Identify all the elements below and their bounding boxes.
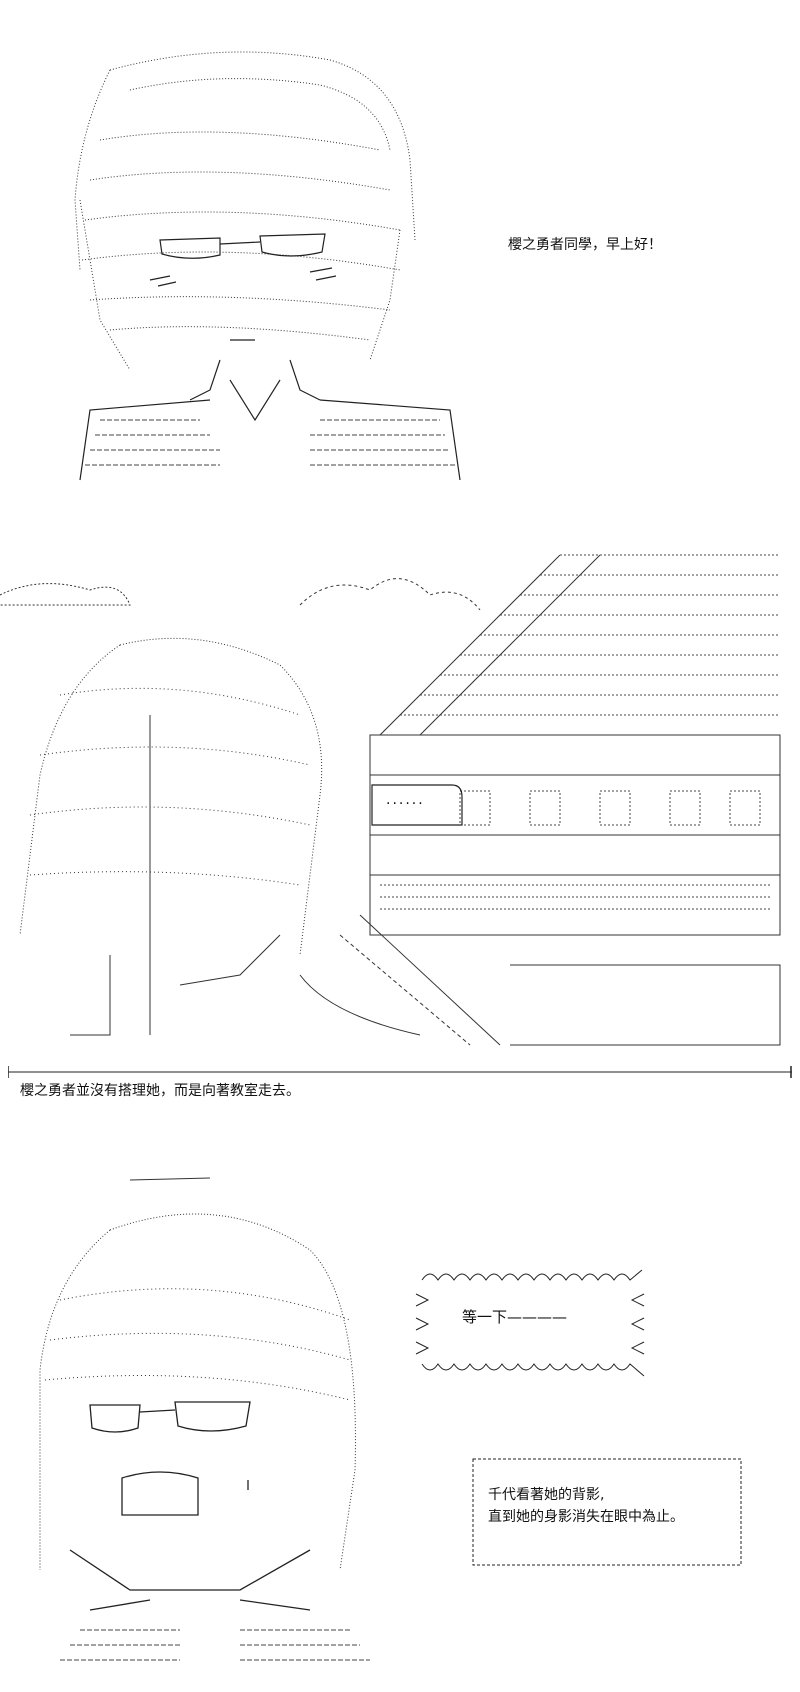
panel3-character-art	[10, 1170, 410, 1680]
panel2-narration: 櫻之勇者並沒有搭理她，而是向著教室走去。	[20, 1083, 300, 1099]
narration-frame	[472, 1458, 742, 1566]
panel1-speech: 櫻之勇者同學，早上好！	[508, 237, 662, 253]
shout-text: 等一下————	[462, 1308, 568, 1326]
panel1-character-art	[70, 40, 490, 490]
narration-line-2: 直到她的身影消失在眼中為止。	[488, 1509, 684, 1525]
panel3-narration: 千代看著她的背影, 直到她的身影消失在眼中為止。	[488, 1484, 684, 1528]
panel2-bubble-text: ......	[386, 792, 425, 808]
narration-line-1: 千代看著她的背影,	[488, 1487, 605, 1503]
shout-frame	[412, 1266, 650, 1378]
panel2-scene-art	[0, 535, 800, 1055]
scene-divider	[7, 1063, 792, 1078]
